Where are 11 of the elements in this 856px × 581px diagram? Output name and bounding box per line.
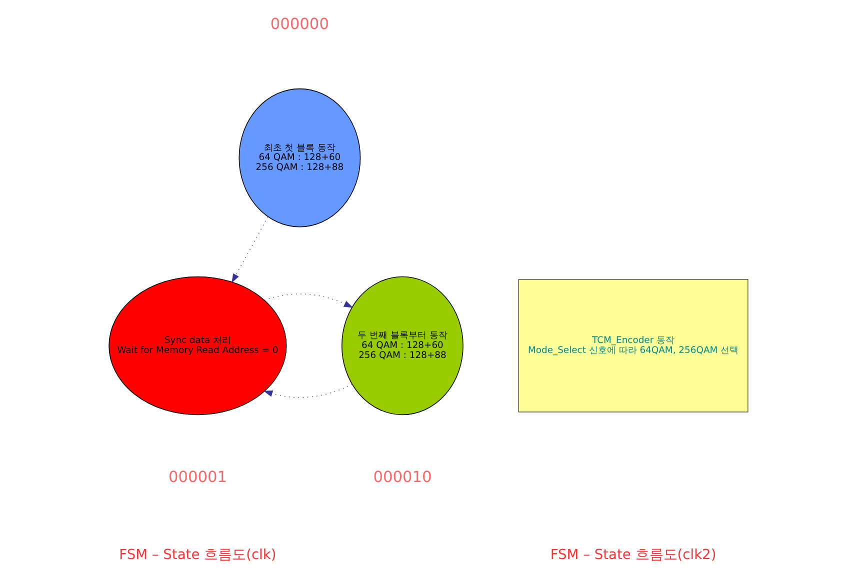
arrow <box>262 384 352 398</box>
node-ellipse: Sync data 처리 Wait for Memory Read Address = 0 <box>108 276 286 416</box>
arrow <box>264 294 353 308</box>
label: FSM – State 흐름도(clk2) <box>550 547 716 564</box>
node-ellipse: 최초 첫 블록 동작 64 QAM : 128+60 256 QAM : 128+88 <box>238 88 360 228</box>
node-box: TCM_Encoder 동작 Mode_Select 신호에 따라 64QAM, 256QAM 선택 <box>518 279 748 412</box>
label: FSM – State 흐름도(clk) <box>118 547 276 564</box>
node-label: 000000 <box>270 14 328 33</box>
node-label: 000010 <box>372 468 432 486</box>
node-label: 000001 <box>168 468 226 486</box>
arrow <box>231 216 268 284</box>
